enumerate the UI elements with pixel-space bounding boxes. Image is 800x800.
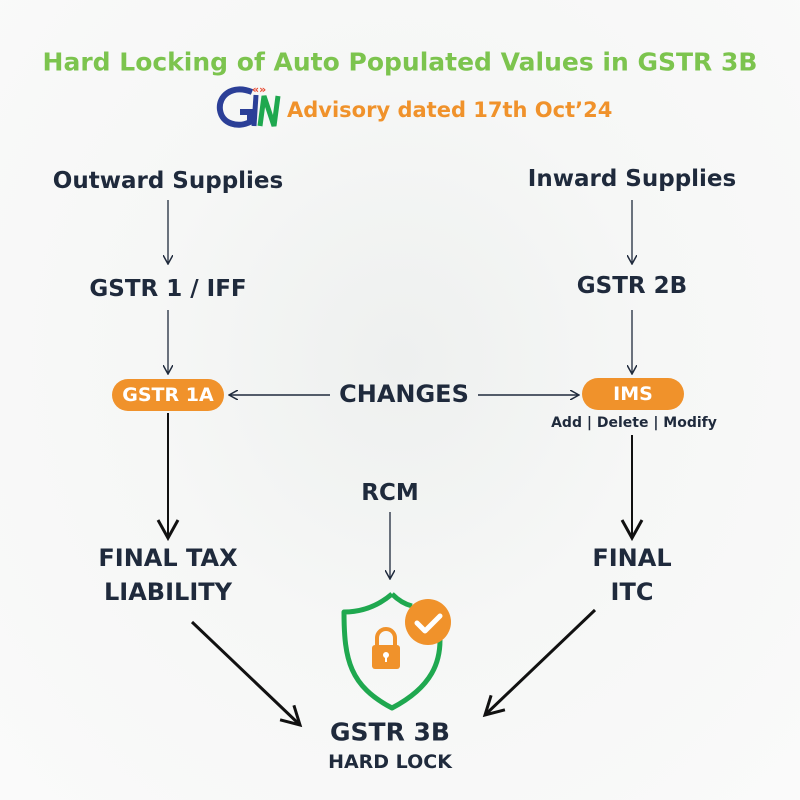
svg-text:«»: «» (252, 83, 266, 96)
final-tax-line2: LIABILITY (104, 578, 232, 606)
gstr3b-label: GSTR 3B (330, 717, 450, 747)
gstn-logo: «» (216, 83, 281, 128)
check-badge-icon (405, 599, 451, 645)
ims-actions: Add | Delete | Modify (551, 415, 717, 431)
outward-supplies: Outward Supplies (52, 168, 284, 194)
rcm-label: RCM (361, 480, 419, 506)
gstr1a-pill: GSTR 1A (112, 379, 224, 411)
changes-label: CHANGES (339, 380, 469, 408)
advisory-subtitle: Advisory dated 17th Oct’24 (287, 98, 613, 122)
ims-pill: IMS (582, 378, 684, 410)
gstr1-iff: GSTR 1 / IFF (89, 276, 247, 302)
hard-lock-label: HARD LOCK (328, 751, 452, 773)
arrow-itc-gstr3b (482, 608, 597, 718)
final-itc-line2: ITC (610, 578, 654, 606)
shield-lock-icon (341, 592, 443, 711)
final-tax-line1: FINAL TAX (98, 544, 238, 572)
final-itc-line1: FINAL (592, 544, 672, 572)
gstr2b: GSTR 2B (576, 273, 688, 299)
page-title: Hard Locking of Auto Populated Values in… (42, 47, 758, 77)
arrow-tax-gstr3b (190, 620, 303, 728)
inward-supplies: Inward Supplies (527, 166, 737, 192)
